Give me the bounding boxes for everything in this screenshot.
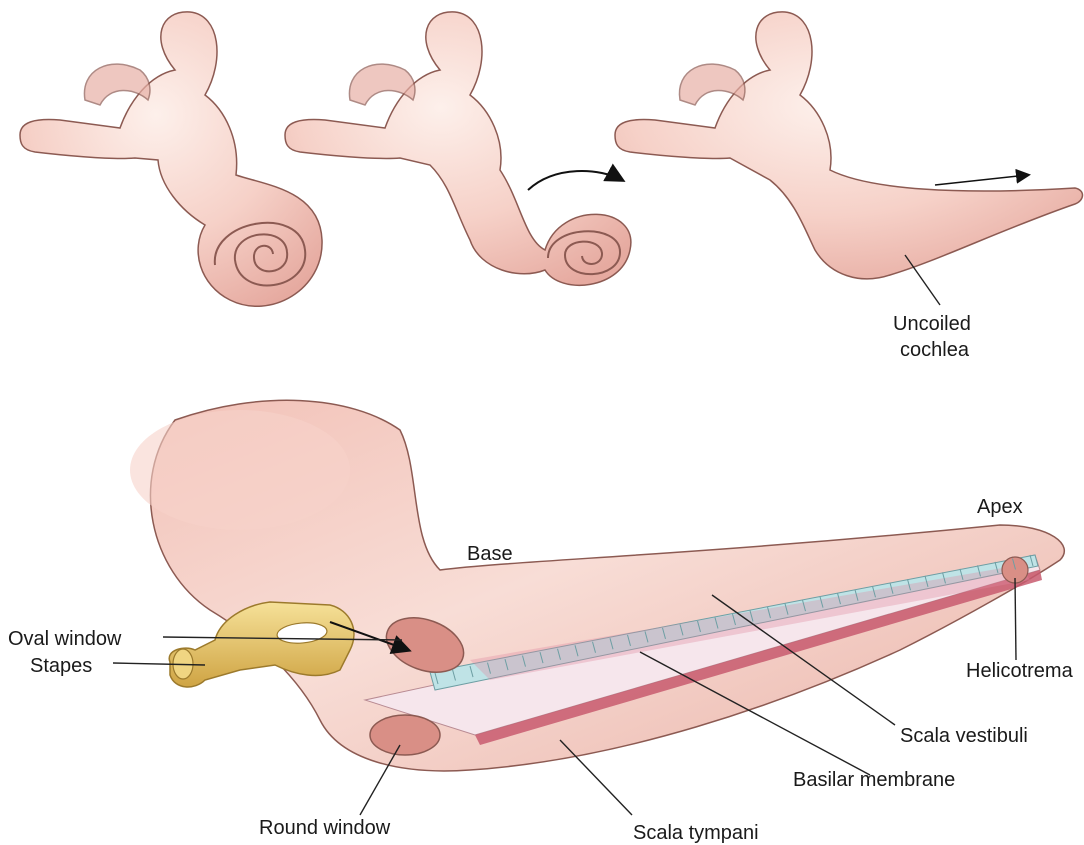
- scala-vestibuli-label: Scala vestibuli: [900, 725, 1028, 747]
- uncoiled-cochlea-label-1: Uncoiled: [893, 313, 971, 335]
- oval-window-label: Oval window: [8, 628, 122, 650]
- uncoiled-cochlea-label-2: cochlea: [900, 339, 970, 361]
- inner-ear-coiled-1: [20, 12, 322, 306]
- inner-ear-uncoiled-3: [615, 12, 1083, 305]
- inner-ear-uncoiling-2: [285, 12, 631, 285]
- round-window: [370, 715, 440, 755]
- helicotrema-leader: [1015, 578, 1016, 660]
- curved-arrow-icon: [528, 171, 622, 190]
- round-window-label: Round window: [259, 817, 391, 839]
- basilar-membrane-label: Basilar membrane: [793, 769, 955, 791]
- right-arrow-icon: [935, 175, 1028, 185]
- stapes-bone: [169, 602, 354, 687]
- base-label: Base: [467, 543, 513, 565]
- helicotrema-label: Helicotrema: [966, 660, 1074, 682]
- apex-label: Apex: [977, 496, 1023, 518]
- scala-tympani-label: Scala tympani: [633, 822, 759, 844]
- stapes-label: Stapes: [30, 655, 92, 677]
